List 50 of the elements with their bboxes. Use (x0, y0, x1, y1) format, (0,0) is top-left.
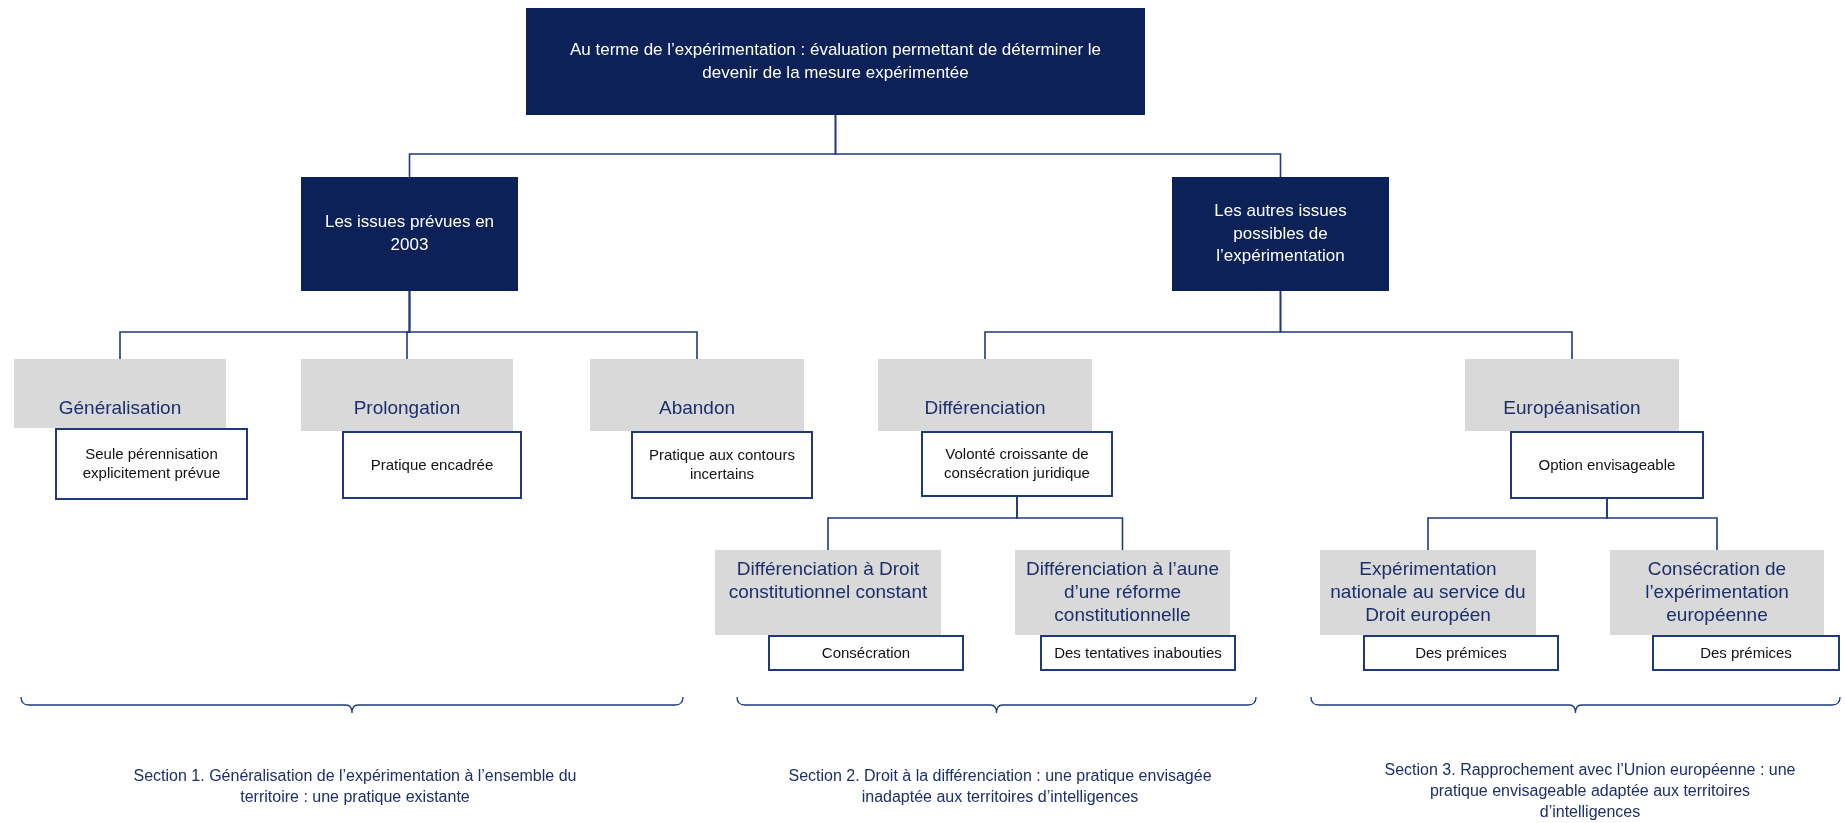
connector-line (1606, 498, 1718, 551)
connector-line (834, 114, 1282, 178)
description-box (921, 431, 1113, 497)
category-box (878, 359, 1092, 431)
heading-box (301, 177, 518, 291)
category-box (1465, 359, 1679, 431)
description-box (1652, 635, 1840, 671)
description-box (631, 431, 813, 499)
category-box (1015, 550, 1230, 635)
connector-line (1016, 496, 1124, 551)
node-text: Expérimentation nationale au service du Droit européen (1329, 558, 1527, 627)
node-text: Européanisation (1503, 397, 1641, 419)
node-text: Volonté croissante de consécration juridique (943, 445, 1091, 483)
description-box (342, 431, 522, 499)
heading-box (526, 8, 1145, 115)
node-text: Pratique encadrée (370, 455, 494, 475)
description-box (1363, 635, 1559, 671)
node-text: Des tentatives inabouties (1054, 643, 1222, 663)
category-box (1610, 550, 1824, 635)
connector-line (1279, 290, 1573, 360)
category-box (715, 550, 941, 635)
node-text: Différenciation (924, 397, 1046, 419)
category-box (590, 359, 804, 431)
node-text: Prolongation (353, 397, 461, 419)
heading-box (1172, 177, 1389, 291)
node-text: Différenciation à Droit constitutionnel constant (727, 558, 929, 604)
section-caption: Section 2. Droit à la différenciation : une pratique envisagée inadaptée aux territoires d’intelligences (787, 766, 1213, 807)
category-box (301, 359, 513, 431)
node-text: Des prémices (1415, 643, 1507, 663)
node-text: Les autres issues possibles de l’expérimentation (1213, 199, 1348, 268)
node-text: Option envisageable (1538, 455, 1676, 475)
description-box (768, 635, 964, 671)
node-text: Consécration (821, 643, 911, 663)
node-text: Des prémices (1700, 643, 1792, 663)
section-caption: Section 3. Rapprochement avec l’Union européenne : une pratique envisageable adaptée aux territoires d’intelligences (1383, 760, 1797, 822)
node-text: Au terme de l’expérimentation : évaluation permettant de déterminer le devenir de la mesure expérimentée (568, 38, 1103, 84)
connector-line (408, 290, 698, 360)
description-box (1040, 635, 1236, 671)
description-box (55, 428, 248, 500)
node-text: Seule pérennisation explicitement prévue (81, 445, 222, 483)
category-box (1320, 550, 1536, 635)
node-text: Généralisation (58, 397, 182, 419)
description-box (1510, 431, 1704, 499)
node-text: Différenciation à l’aune d’une réforme constitutionnelle (1025, 558, 1220, 627)
section-caption: Section 1. Généralisation de l’expérimentation à l’ensemble du territoire : une pratique existante (132, 766, 578, 807)
node-text: Consécration de l’expérimentation européenne (1644, 558, 1790, 627)
node-text: Pratique aux contours incertains (648, 446, 796, 484)
category-box (14, 359, 226, 428)
node-text: Abandon (658, 397, 736, 419)
node-text: Les issues prévues en 2003 (323, 211, 496, 256)
